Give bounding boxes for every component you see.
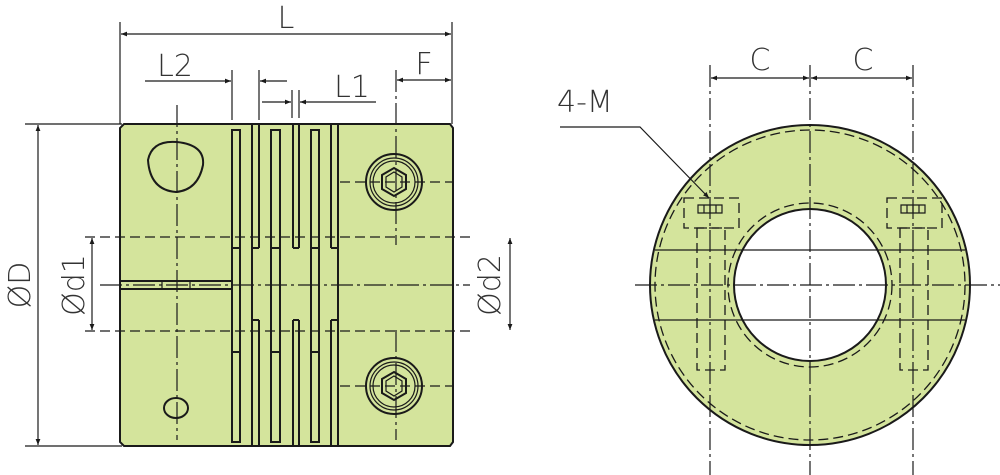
dim-F-label: F [415,47,432,82]
screw-right-hidden [886,197,943,371]
dim-L1-label: L1 [334,70,370,105]
screw-callout-label: 4-M [557,85,613,120]
slits [231,124,339,446]
hex-screw-top [365,153,423,211]
clamp-split [120,280,232,290]
end-view: C C 4-M [557,43,1000,475]
end-dimensions: C C 4-M [557,43,912,199]
dim-D-label: ØD [3,262,38,309]
dim-C-left-label: C [750,43,771,78]
hex-screw-bottom [365,357,423,415]
side-view: L L2 L1 F ØD Ød1 Ød2 [3,1,513,447]
dim-L2-label: L2 [157,49,193,84]
dim-d2-label: Ød2 [473,254,508,316]
dim-L-label: L [278,1,295,36]
dim-C-right-label: C [853,43,874,78]
dimensions: L L2 L1 F ØD Ød1 Ød2 [3,1,513,447]
dim-d1-label: Ød1 [57,254,92,316]
screw-left-hidden [683,197,740,371]
set-hole [146,140,205,194]
pin-hole [163,397,189,419]
